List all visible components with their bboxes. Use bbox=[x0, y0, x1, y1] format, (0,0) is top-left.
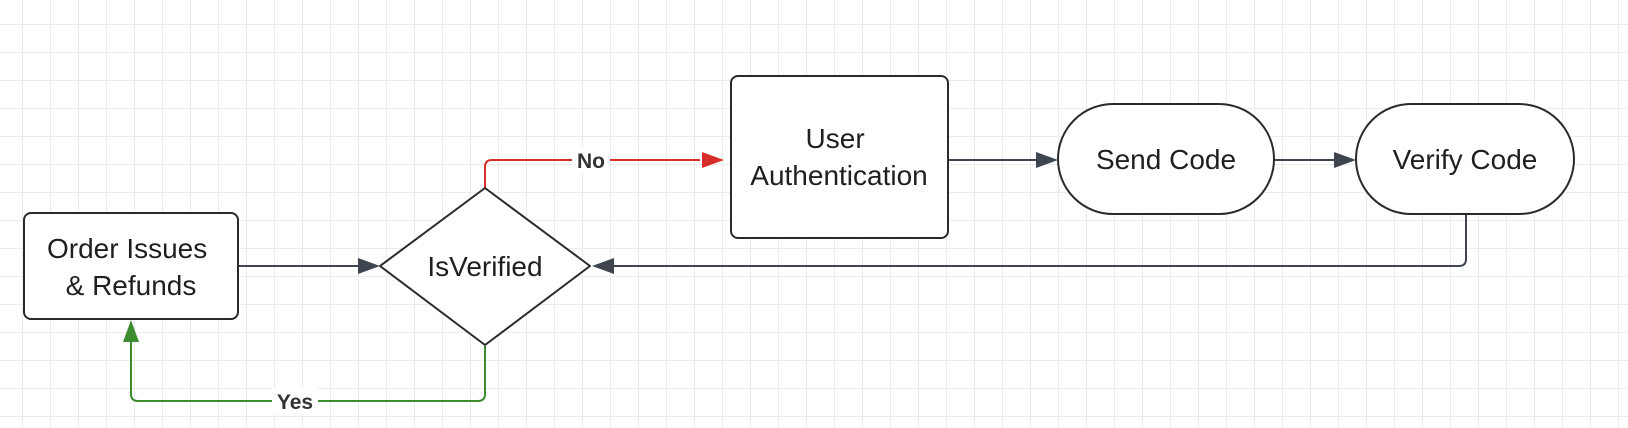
edge-order-to-isverified[interactable] bbox=[238, 258, 380, 274]
arrowhead-icon bbox=[592, 258, 614, 274]
arrowhead-icon bbox=[123, 320, 139, 342]
node-order-issues-line1: Order Issues bbox=[47, 233, 207, 264]
edge-yes[interactable]: Yes bbox=[123, 320, 486, 414]
node-send-code-label: Send Code bbox=[1096, 144, 1236, 175]
edge-no-label: No bbox=[577, 150, 605, 173]
node-user-auth-line1: User bbox=[806, 123, 865, 154]
node-user-auth-label: User Authentication bbox=[750, 123, 927, 191]
node-user-auth-line2: Authentication bbox=[750, 160, 927, 191]
node-verify-code-label: Verify Code bbox=[1393, 144, 1538, 175]
arrowhead-icon bbox=[1036, 152, 1058, 168]
node-order-issues-line2: & Refunds bbox=[66, 270, 197, 301]
arrowhead-icon bbox=[702, 152, 724, 168]
edge-no[interactable]: No bbox=[484, 147, 724, 188]
node-send-code[interactable]: Send Code bbox=[1057, 103, 1275, 215]
edge-verifycode-to-isverified[interactable] bbox=[592, 214, 1467, 274]
node-user-authentication[interactable]: User Authentication bbox=[730, 75, 949, 239]
arrowhead-icon bbox=[1334, 152, 1356, 168]
node-isverified-decision[interactable]: IsVerified bbox=[379, 187, 591, 346]
node-isverified-label: IsVerified bbox=[427, 251, 542, 282]
edge-yes-label: Yes bbox=[277, 391, 313, 414]
edge-no-label-bg bbox=[572, 147, 610, 173]
edge-yes-label-bg bbox=[272, 388, 318, 414]
edge-auth-to-sendcode[interactable] bbox=[948, 152, 1058, 168]
arrowhead-icon bbox=[358, 258, 380, 274]
node-order-issues-refunds[interactable]: Order Issues & Refunds bbox=[23, 212, 239, 320]
node-verify-code[interactable]: Verify Code bbox=[1355, 103, 1575, 215]
edge-sendcode-to-verifycode[interactable] bbox=[1274, 152, 1356, 168]
node-order-issues-label: Order Issues & Refunds bbox=[47, 233, 215, 301]
